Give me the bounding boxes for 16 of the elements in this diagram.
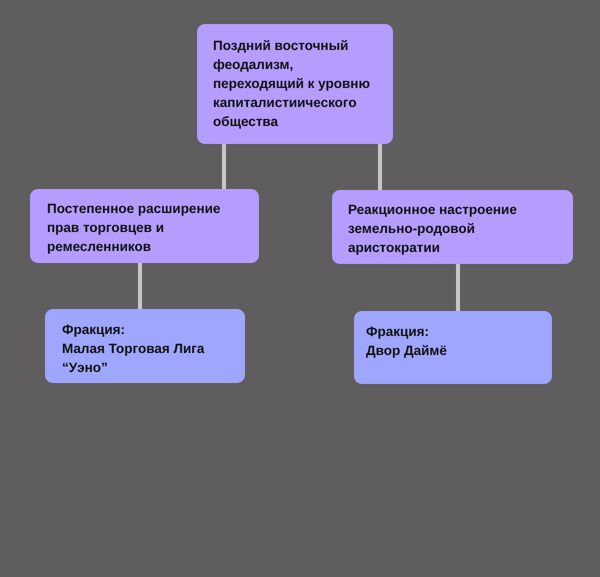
box-text: Малая Торговая Лига “Уэно” [62, 340, 206, 377]
concept-box [30, 189, 259, 263]
box-text: Постепенное расширение прав торговцев и ремесленников [47, 200, 222, 256]
connector-line [378, 144, 382, 190]
faction-box [45, 309, 245, 383]
connector-line [222, 144, 226, 189]
box-text: Двор Даймё [366, 342, 448, 360]
box-heading: Фракция: [366, 323, 430, 341]
faction-box [354, 311, 552, 384]
connector-line [456, 264, 460, 311]
connector-line [138, 263, 142, 309]
concept-box [197, 24, 393, 144]
box-heading: Фракция: [62, 321, 126, 339]
box-text: Поздний восточный феодализм, переходящий к уровню капиталистиического общества [213, 37, 371, 131]
box-text: Реакционное настроение земельно-родовой аристократии [348, 201, 518, 257]
concept-box [332, 190, 573, 264]
